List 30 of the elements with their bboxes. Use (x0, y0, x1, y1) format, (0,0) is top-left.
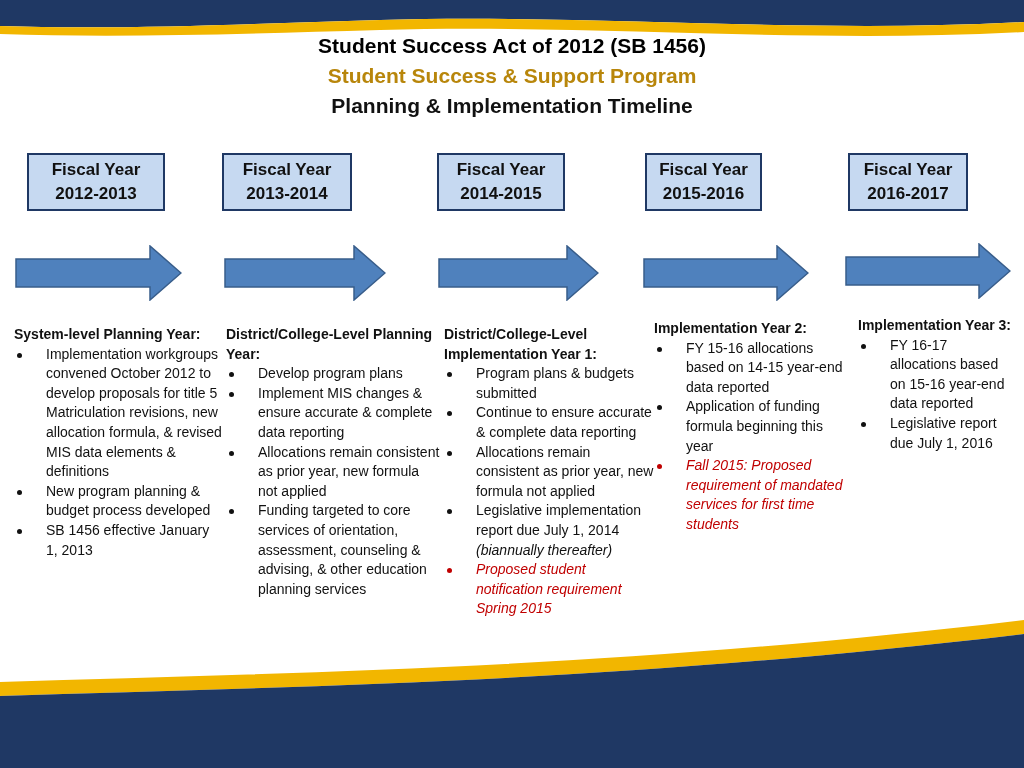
column-heading: Implementation Year 2: (654, 319, 808, 338)
bullet-item: Allocations remain consistent as prior year, new formula not applied (226, 442, 440, 502)
slide-title: Student Success Act of 2012 (SB 1456) (317, 34, 707, 58)
bullet-item: Proposed student notification requirement Spring 2015 (444, 560, 656, 619)
slide-heading: Planning & Implementation Timeline (330, 94, 694, 118)
bullet-item: Allocations remain consistent as prior year, new formula not applied (444, 442, 656, 502)
column-heading: District/College-Level Implementation Year 1: (444, 325, 598, 364)
bullet-item: Legislative report due July 1, 2016 (858, 413, 1014, 454)
column-heading: System-level Planning Year: (14, 325, 202, 344)
fiscal-year-box: Fiscal Year 2013-2014 (222, 153, 352, 211)
bullet-item: Fall 2015: Proposed requirement of mandated services for first time students (654, 456, 850, 535)
bullet-item: New program planning & budget process developed (14, 481, 224, 521)
bullet-item: Legislative implementation report due July 1, 2014 (biannually thereafter) (444, 501, 656, 561)
column-heading: District/College-Level Planning Year: (226, 325, 434, 364)
fiscal-year-box: Fiscal Year 2015-2016 (645, 153, 762, 211)
bullet-item: Implement MIS changes & ensure accurate & complete data reporting (226, 383, 440, 443)
bullet-item: FY 15-16 allocations based on 14-15 year-end data reported (654, 338, 850, 398)
fiscal-year-box: Fiscal Year 2012-2013 (27, 153, 165, 211)
bullet-item: Implementation workgroups convened October 2012 to develop proposals for title 5 Matriculation revisions, new allocation formula, & revised MIS data elements & definitions (14, 344, 224, 482)
bullet-item: Develop program plans (226, 364, 440, 384)
bullet-item: FY 16-17 allocations based on 15-16 year-end data reported (858, 335, 1014, 414)
fiscal-year-box: Fiscal Year 2016-2017 (848, 153, 968, 211)
bullet-item: SB 1456 effective January 1, 2013 (14, 520, 224, 561)
bullet-item: Program plans & budgets submitted (444, 364, 656, 404)
fiscal-year-box: Fiscal Year 2014-2015 (437, 153, 565, 211)
bullet-item: Application of funding formula beginning this year (654, 397, 850, 457)
slide-subtitle: Student Success & Support Program (326, 64, 698, 88)
column-heading: Implementation Year 3: (858, 316, 1012, 335)
bullet-item: Funding targeted to core services of orientation, assessment, counseling & advising, & other education planning services (226, 501, 440, 600)
bullet-item: Continue to ensure accurate & complete data reporting (444, 403, 656, 443)
